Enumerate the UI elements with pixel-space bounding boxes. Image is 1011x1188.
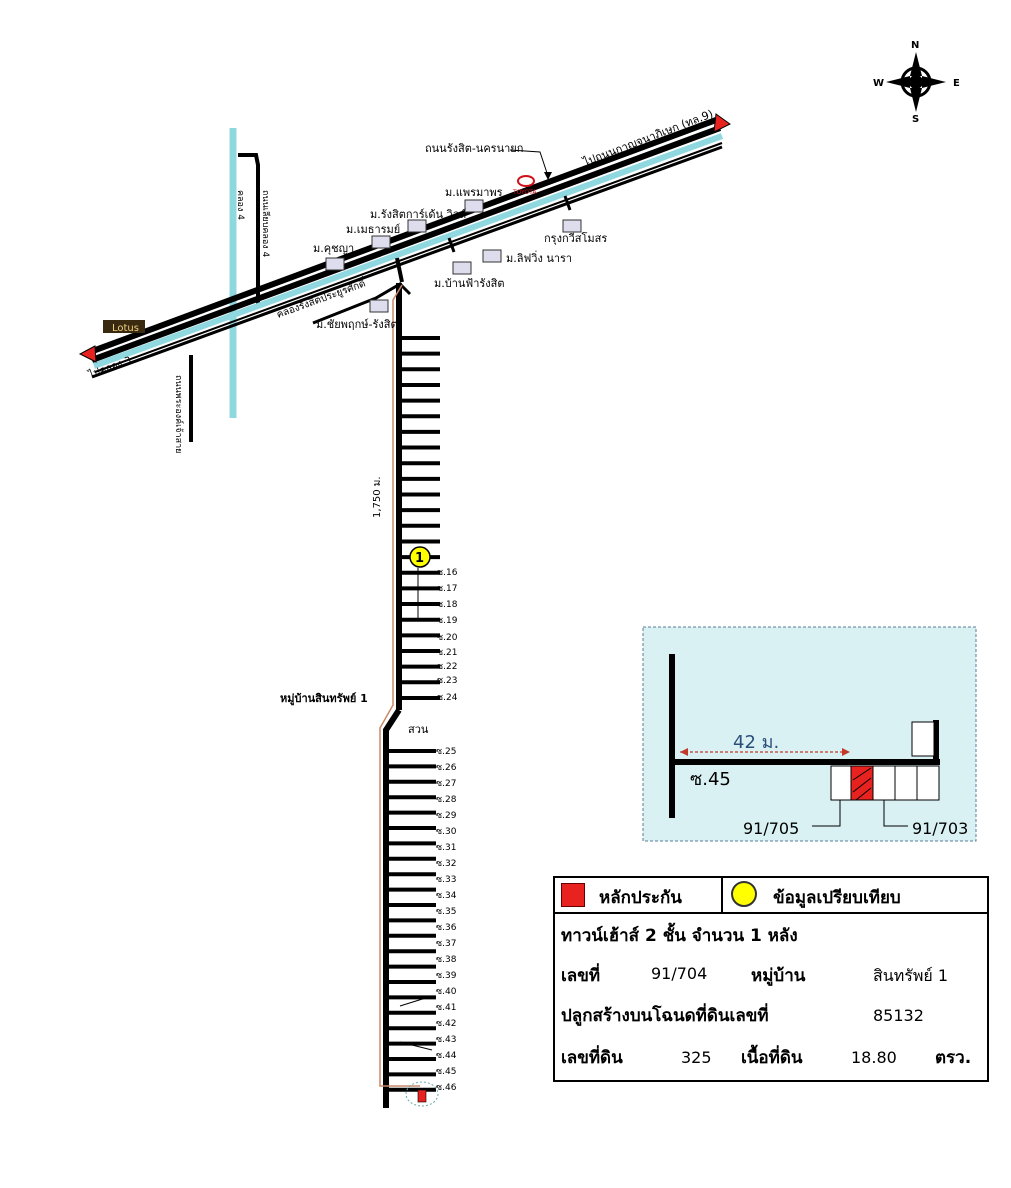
soi-label: ซ.29 bbox=[436, 811, 457, 821]
soi-label: ซ.33 bbox=[436, 875, 456, 885]
khlong4-road-label: ถนนเลียบคลอง 4 bbox=[260, 190, 271, 258]
soi-label: ซ.46 bbox=[436, 1083, 457, 1093]
soi-label: ซ.26 bbox=[436, 763, 457, 773]
inset-soi: ซ.45 bbox=[690, 769, 731, 790]
legend-header: หลักประกัน ข้อมูลเปรียบเทียบ bbox=[555, 878, 987, 914]
village-label: หมู่บ้าน bbox=[751, 966, 806, 986]
soi-label: ซ.45 bbox=[436, 1067, 456, 1077]
toyota-label: TOYOTA bbox=[512, 189, 537, 196]
lotus-logo bbox=[103, 320, 145, 333]
compass-s: S bbox=[912, 114, 919, 125]
soi-label: ซ.27 bbox=[436, 779, 456, 789]
soi-label: ซ.43 bbox=[436, 1035, 456, 1045]
khlong4-road bbox=[238, 153, 260, 308]
soi-label: ซ.25 bbox=[436, 747, 456, 757]
comparable-label: ข้อมูลเปรียบเทียบ bbox=[773, 888, 901, 908]
village-label-7: ม.บ้านฟ้ารังสิต bbox=[434, 277, 505, 290]
soi-label: ซ.37 bbox=[436, 939, 456, 949]
soi-label: ซ.21 bbox=[437, 648, 457, 658]
inset-left-unit: 91/705 bbox=[743, 819, 799, 838]
soi-label: ซ.20 bbox=[437, 633, 458, 643]
main-road bbox=[78, 113, 731, 379]
collateral-marker bbox=[417, 1089, 427, 1103]
inset-right-unit: 91/703 bbox=[912, 819, 968, 838]
village-name-label: หมู่บ้านสินทรัพย์ 1 bbox=[280, 692, 368, 706]
area-value: 18.80 bbox=[851, 1048, 897, 1067]
property-type: ทาวน์เฮ้าส์ 2 ชั้น จำนวน 1 หลัง bbox=[561, 926, 798, 946]
soi-label: ซ.19 bbox=[437, 616, 458, 626]
village-icons bbox=[325, 199, 582, 313]
area-unit: ตรว. bbox=[935, 1048, 972, 1068]
village-value: สินทรัพย์ 1 bbox=[873, 966, 949, 985]
collateral-swatch bbox=[561, 883, 585, 907]
soi-label: ซ.41 bbox=[436, 1003, 456, 1013]
main-road-label: ถนนรังสิต-นครนายก bbox=[425, 142, 523, 155]
prachao-road-label: ถนนพระองค์เจ้าสาย bbox=[173, 375, 185, 453]
land-no-value: 325 bbox=[681, 1048, 712, 1067]
compass-w: W bbox=[873, 78, 884, 89]
soi-label: ซ.30 bbox=[436, 827, 457, 837]
legend-box: หลักประกัน ข้อมูลเปรียบเทียบ ทาวน์เฮ้าส์… bbox=[553, 876, 989, 1082]
deed-value: 85132 bbox=[873, 1006, 924, 1025]
soi-label: ซ.28 bbox=[436, 795, 457, 805]
comparable-swatch bbox=[731, 881, 757, 907]
soi-label: ซ.17 bbox=[437, 584, 457, 594]
compass-n: N bbox=[911, 40, 919, 51]
collateral-label: หลักประกัน bbox=[599, 888, 682, 908]
inset-map bbox=[642, 626, 977, 842]
village-label-6: ม.ลิฟวิ่ง นารา bbox=[506, 250, 572, 265]
inset-distance: 42 ม. bbox=[733, 732, 779, 753]
soi-label: ซ.39 bbox=[436, 971, 457, 981]
soi-label: ซ.22 bbox=[437, 662, 457, 672]
park-label: สวน bbox=[408, 723, 429, 736]
soi-label: ซ.36 bbox=[436, 923, 457, 933]
soi-label: ซ.40 bbox=[436, 987, 457, 997]
soi-label: ซ.38 bbox=[436, 955, 457, 965]
soi-label: ซ.32 bbox=[436, 859, 456, 869]
soi-label: ซ.42 bbox=[436, 1019, 456, 1029]
soi-label: ซ.31 bbox=[436, 843, 456, 853]
soi-labels: ซ.16 ซ.17 ซ.18 ซ.19 ซ.20 ซ.21 ซ.22 ซ.23 ซ.24 ซ.25… bbox=[436, 568, 458, 1093]
number-value: 91/704 bbox=[651, 964, 708, 983]
deed-label: ปลูกสร้างบนโฉนดที่ดินเลขที่ bbox=[561, 1006, 769, 1026]
route-line bbox=[379, 284, 420, 1087]
comparable-marker-label: 1 bbox=[415, 551, 424, 566]
access-road bbox=[312, 282, 412, 325]
compass-e: E bbox=[953, 78, 960, 89]
soi-label: ซ.18 bbox=[437, 600, 458, 610]
village-label-1: ม.แพรมาพร bbox=[445, 186, 503, 199]
village-label-8: ม.ชัยพฤกษ์-รังสิต bbox=[316, 318, 398, 331]
comparable-marker bbox=[409, 546, 431, 568]
soi-label: ซ.16 bbox=[437, 568, 458, 578]
branches-upper bbox=[399, 336, 440, 700]
lotus-label: Lotus bbox=[112, 323, 139, 334]
soi-label: ซ.23 bbox=[437, 676, 457, 686]
khlong4-label: คลอง 4 bbox=[235, 190, 245, 220]
village-label-5: กรุงกวีสโมสร bbox=[544, 231, 607, 245]
number-label: เลขที่ bbox=[561, 966, 601, 986]
soi-label: ซ.44 bbox=[436, 1051, 457, 1061]
soi-label: ซ.35 bbox=[436, 907, 456, 917]
village-label-3: ม.เมธารมย์ bbox=[346, 223, 400, 236]
village-label-2: ม.รังสิตการ์เด้น วิลล์ bbox=[370, 208, 466, 221]
soi-label: ซ.24 bbox=[437, 693, 458, 703]
village-label-4: ม.คุชญา bbox=[313, 242, 354, 255]
distance-label: 1,750 ม. bbox=[372, 476, 383, 518]
toyota-logo bbox=[517, 175, 535, 187]
area-label: เนื้อที่ดิน bbox=[741, 1048, 803, 1068]
compass-rose: N S W E bbox=[873, 40, 960, 125]
land-no-label: เลขที่ดิน bbox=[561, 1048, 623, 1068]
village-trunk-road-lower bbox=[383, 708, 402, 1108]
soi-label: ซ.34 bbox=[436, 891, 457, 901]
branches-lower bbox=[386, 749, 436, 1092]
